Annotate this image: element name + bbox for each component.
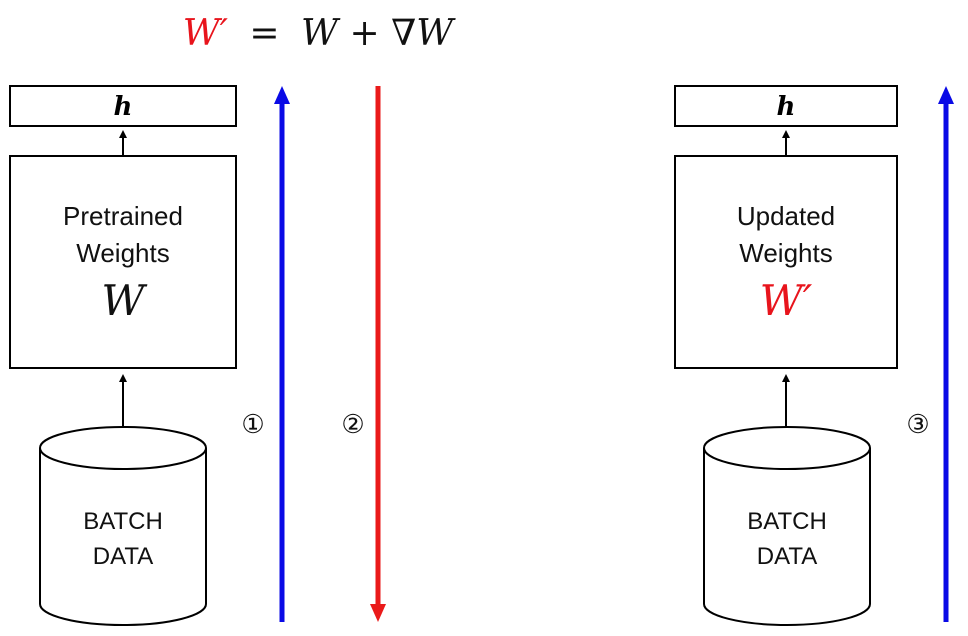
left-data-line2: DATA <box>93 543 153 570</box>
forward-arrow-3 <box>938 86 954 622</box>
step-2-label: ② <box>341 409 364 439</box>
left-output-box <box>9 85 237 127</box>
step-3-label: ③ <box>906 409 929 439</box>
backward-arrow-2 <box>370 86 386 622</box>
right-output-box <box>674 85 898 127</box>
left-weights-line2: Weights <box>76 238 169 268</box>
equation-lhs: W′ <box>183 13 228 54</box>
step-1-label: ① <box>241 409 264 439</box>
left-weights-symbol: W <box>101 276 148 325</box>
right-panel: h Updated Weights W′ BATCH DATA <box>674 85 898 626</box>
left-batch-data-cylinder <box>39 426 207 626</box>
equation-equals: = <box>249 13 279 54</box>
left-weights-box <box>9 155 237 369</box>
right-output-label: h <box>777 92 796 122</box>
left-panel: h Pretrained Weights W BATCH DATA <box>9 85 237 626</box>
left-output-label: h <box>114 92 133 122</box>
right-data-line1: BATCH <box>747 508 827 535</box>
equation: W′ = W + ∇W <box>183 13 456 54</box>
left-data-line1: BATCH <box>83 508 163 535</box>
right-weights-symbol: W′ <box>760 276 813 325</box>
right-weights-line2: Weights <box>739 238 832 268</box>
right-batch-data-cylinder <box>703 426 871 626</box>
right-data-line2: DATA <box>757 543 817 570</box>
left-weights-line1: Pretrained <box>63 201 183 231</box>
forward-arrow-1 <box>274 86 290 622</box>
right-weights-box <box>674 155 898 369</box>
right-weights-line1: Updated <box>737 201 835 231</box>
equation-rhs: W + ∇W <box>301 13 456 54</box>
